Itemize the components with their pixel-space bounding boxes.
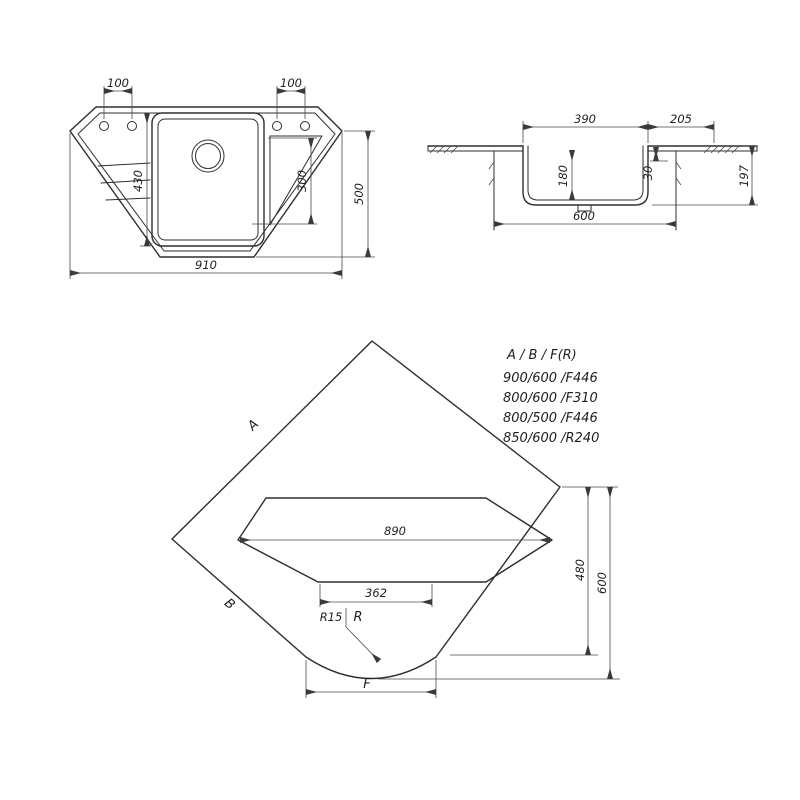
radius-leader (345, 608, 382, 664)
dim-300: 300 (295, 170, 309, 192)
counter-view: 890 362 R15 R 480 600 F A B (171, 340, 620, 698)
dim-100-right: 100 (280, 76, 302, 90)
label-r15: R15 (320, 610, 343, 624)
bowl-inner (157, 118, 259, 241)
countertop (427, 145, 758, 152)
sink-rim-inner (77, 112, 336, 252)
plan-view: 100 100 430 300 500 910 (69, 76, 375, 279)
dim-100-left: 100 (107, 76, 129, 90)
dim-30: 30 (641, 166, 655, 181)
dim-197: 197 (737, 164, 751, 187)
dim-180: 180 (556, 165, 570, 187)
dim-600-counter: 600 (595, 572, 609, 594)
edge-label-b: B (221, 596, 238, 613)
label-f: F (363, 677, 371, 692)
dim-390: 390 (574, 112, 596, 126)
label-r: R (353, 610, 362, 625)
spec-table: A / B / F(R) 900/600 /F446 800/600 /F310… (503, 348, 599, 446)
hatch-left (429, 145, 459, 154)
counter-outline (171, 340, 561, 680)
spec-table-header: A / B / F(R) (506, 348, 577, 363)
plan-dimensions: 100 100 430 300 500 910 (69, 76, 375, 279)
edge-label-a: A (244, 417, 262, 435)
bowl-outer (151, 112, 265, 247)
spec-row-4: 850/600 /R240 (503, 431, 599, 446)
dim-430: 430 (131, 170, 145, 192)
drain-inner (195, 143, 221, 169)
drain-stub (577, 204, 592, 212)
right-wing-outline (269, 135, 323, 226)
section-dimensions: 390 205 180 30 600 197 (494, 112, 758, 227)
cabinet-sides (488, 150, 682, 231)
faucet-holes (99, 121, 310, 131)
dim-890: 890 (384, 524, 406, 538)
spec-row-1: 900/600 /F446 (503, 371, 598, 386)
dim-205: 205 (670, 112, 692, 126)
drain-outer (191, 139, 225, 173)
dim-500: 500 (352, 183, 366, 205)
dim-480: 480 (573, 559, 587, 581)
spec-row-2: 800/600 /F310 (503, 391, 598, 406)
bowl-section-outer (522, 145, 649, 206)
hatch-right (703, 145, 740, 154)
cutout-outline (237, 497, 553, 583)
drainboard-grooves (97, 162, 151, 201)
bowl-section-inner (527, 145, 644, 201)
dim-910: 910 (195, 258, 217, 272)
spec-row-3: 800/500 /F446 (503, 411, 598, 426)
section-view: 390 205 180 30 600 197 (427, 112, 758, 231)
dim-600-section: 600 (573, 209, 595, 223)
sink-outline (69, 106, 343, 258)
counter-dimensions: 890 362 R15 R 480 600 F (240, 486, 620, 698)
dim-362: 362 (365, 586, 387, 600)
